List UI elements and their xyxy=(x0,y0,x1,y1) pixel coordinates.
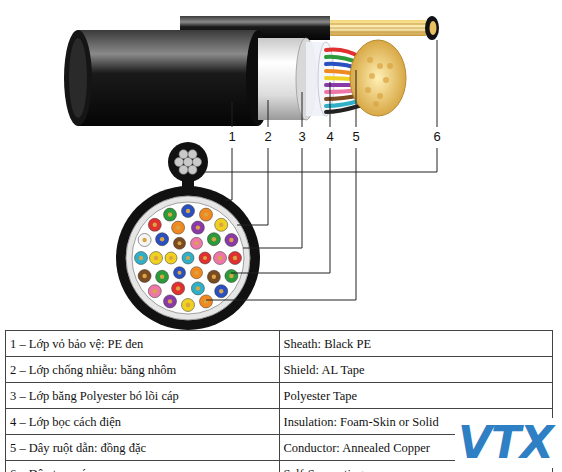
table-cell: 3 – Lớp băng Polyester bó lõi cáp xyxy=(6,383,280,409)
table-cell: Polyester Tape xyxy=(279,383,552,409)
watermark: VTX xyxy=(455,418,556,468)
callout-number: 4 xyxy=(325,130,334,144)
table-cell: 4 – Lớp bọc cách điện xyxy=(6,409,280,435)
table-cell: Sheath: Black PE xyxy=(279,331,552,357)
callout-number: 3 xyxy=(297,130,306,144)
table-cell: Shield: AL Tape xyxy=(279,357,552,383)
callout-number: 2 xyxy=(263,130,272,144)
callout-number: 6 xyxy=(432,130,441,144)
table-cell: 2 – Lớp chống nhiễu: băng nhôm xyxy=(6,357,280,383)
table-cell: 5 – Dây ruột dẫn: đồng đặc xyxy=(6,435,280,461)
callout-number: 1 xyxy=(227,130,236,144)
callout-number: 5 xyxy=(351,130,360,144)
table-cell: 1 – Lớp vỏ bảo vệ: PE đen xyxy=(6,331,280,357)
table-cell: 6 – Dây treo cáp xyxy=(6,461,280,472)
